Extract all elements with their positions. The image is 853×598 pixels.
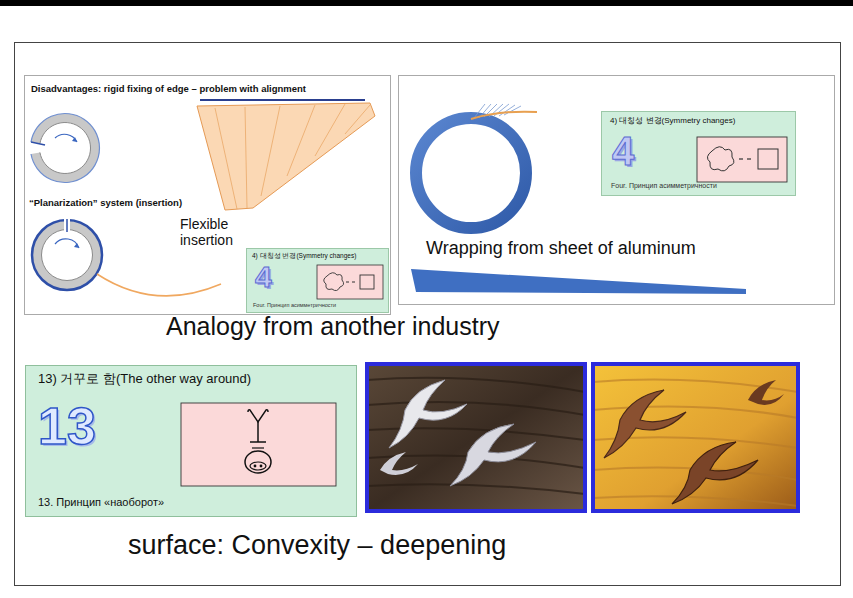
principle-card: 13) 거꾸로 함(The other way around) 13 13. При… — [25, 365, 357, 517]
photo-convexity — [593, 364, 798, 511]
top-bar — [0, 0, 853, 6]
principle-subtitle: Four. Принцип асимметричности — [253, 302, 336, 308]
principle-heading: 4) 대칭성 변경(Symmetry changes) — [610, 116, 735, 125]
content-panel: Disadvantages: rigid fixing of edge – pr… — [24, 75, 391, 315]
slide-frame — [15, 43, 841, 586]
principle-subtitle: Four. Принцип асимметричности — [611, 182, 717, 190]
principle-heading: 13) 거꾸로 함(The other way around) — [38, 372, 251, 387]
part-label: Flexible insertion — [180, 216, 254, 248]
panel-caption: Wrapping from sheet of aluminum — [426, 238, 696, 259]
panel-caption: “Planarization” system (insertion) — [29, 198, 182, 209]
section-caption: surface: Convexity – deepening — [128, 530, 506, 561]
principle-card: 4) 대칭성 변경(Symmetry changes) 4Four. Принци… — [601, 111, 796, 196]
principle-number: 13 — [38, 400, 96, 452]
principle-number: 4 — [612, 131, 634, 171]
content-panel: Wrapping from sheet of aluminum 4) 대칭성 변… — [398, 75, 835, 305]
photo-deepening — [367, 364, 585, 511]
principle-heading: 4) 대칭성 변경(Symmetry changes) — [252, 252, 356, 259]
panel-heading: Disadvantages: rigid fixing of edge – pr… — [31, 84, 306, 95]
principle-card: 4) 대칭성 변경(Symmetry changes) 4Four. Принци… — [246, 248, 389, 313]
section-caption: Analogy from another industry — [166, 312, 500, 341]
principle-number: 4 — [255, 262, 272, 292]
principle-subtitle: 13. Принцип «наоборот» — [38, 496, 164, 509]
